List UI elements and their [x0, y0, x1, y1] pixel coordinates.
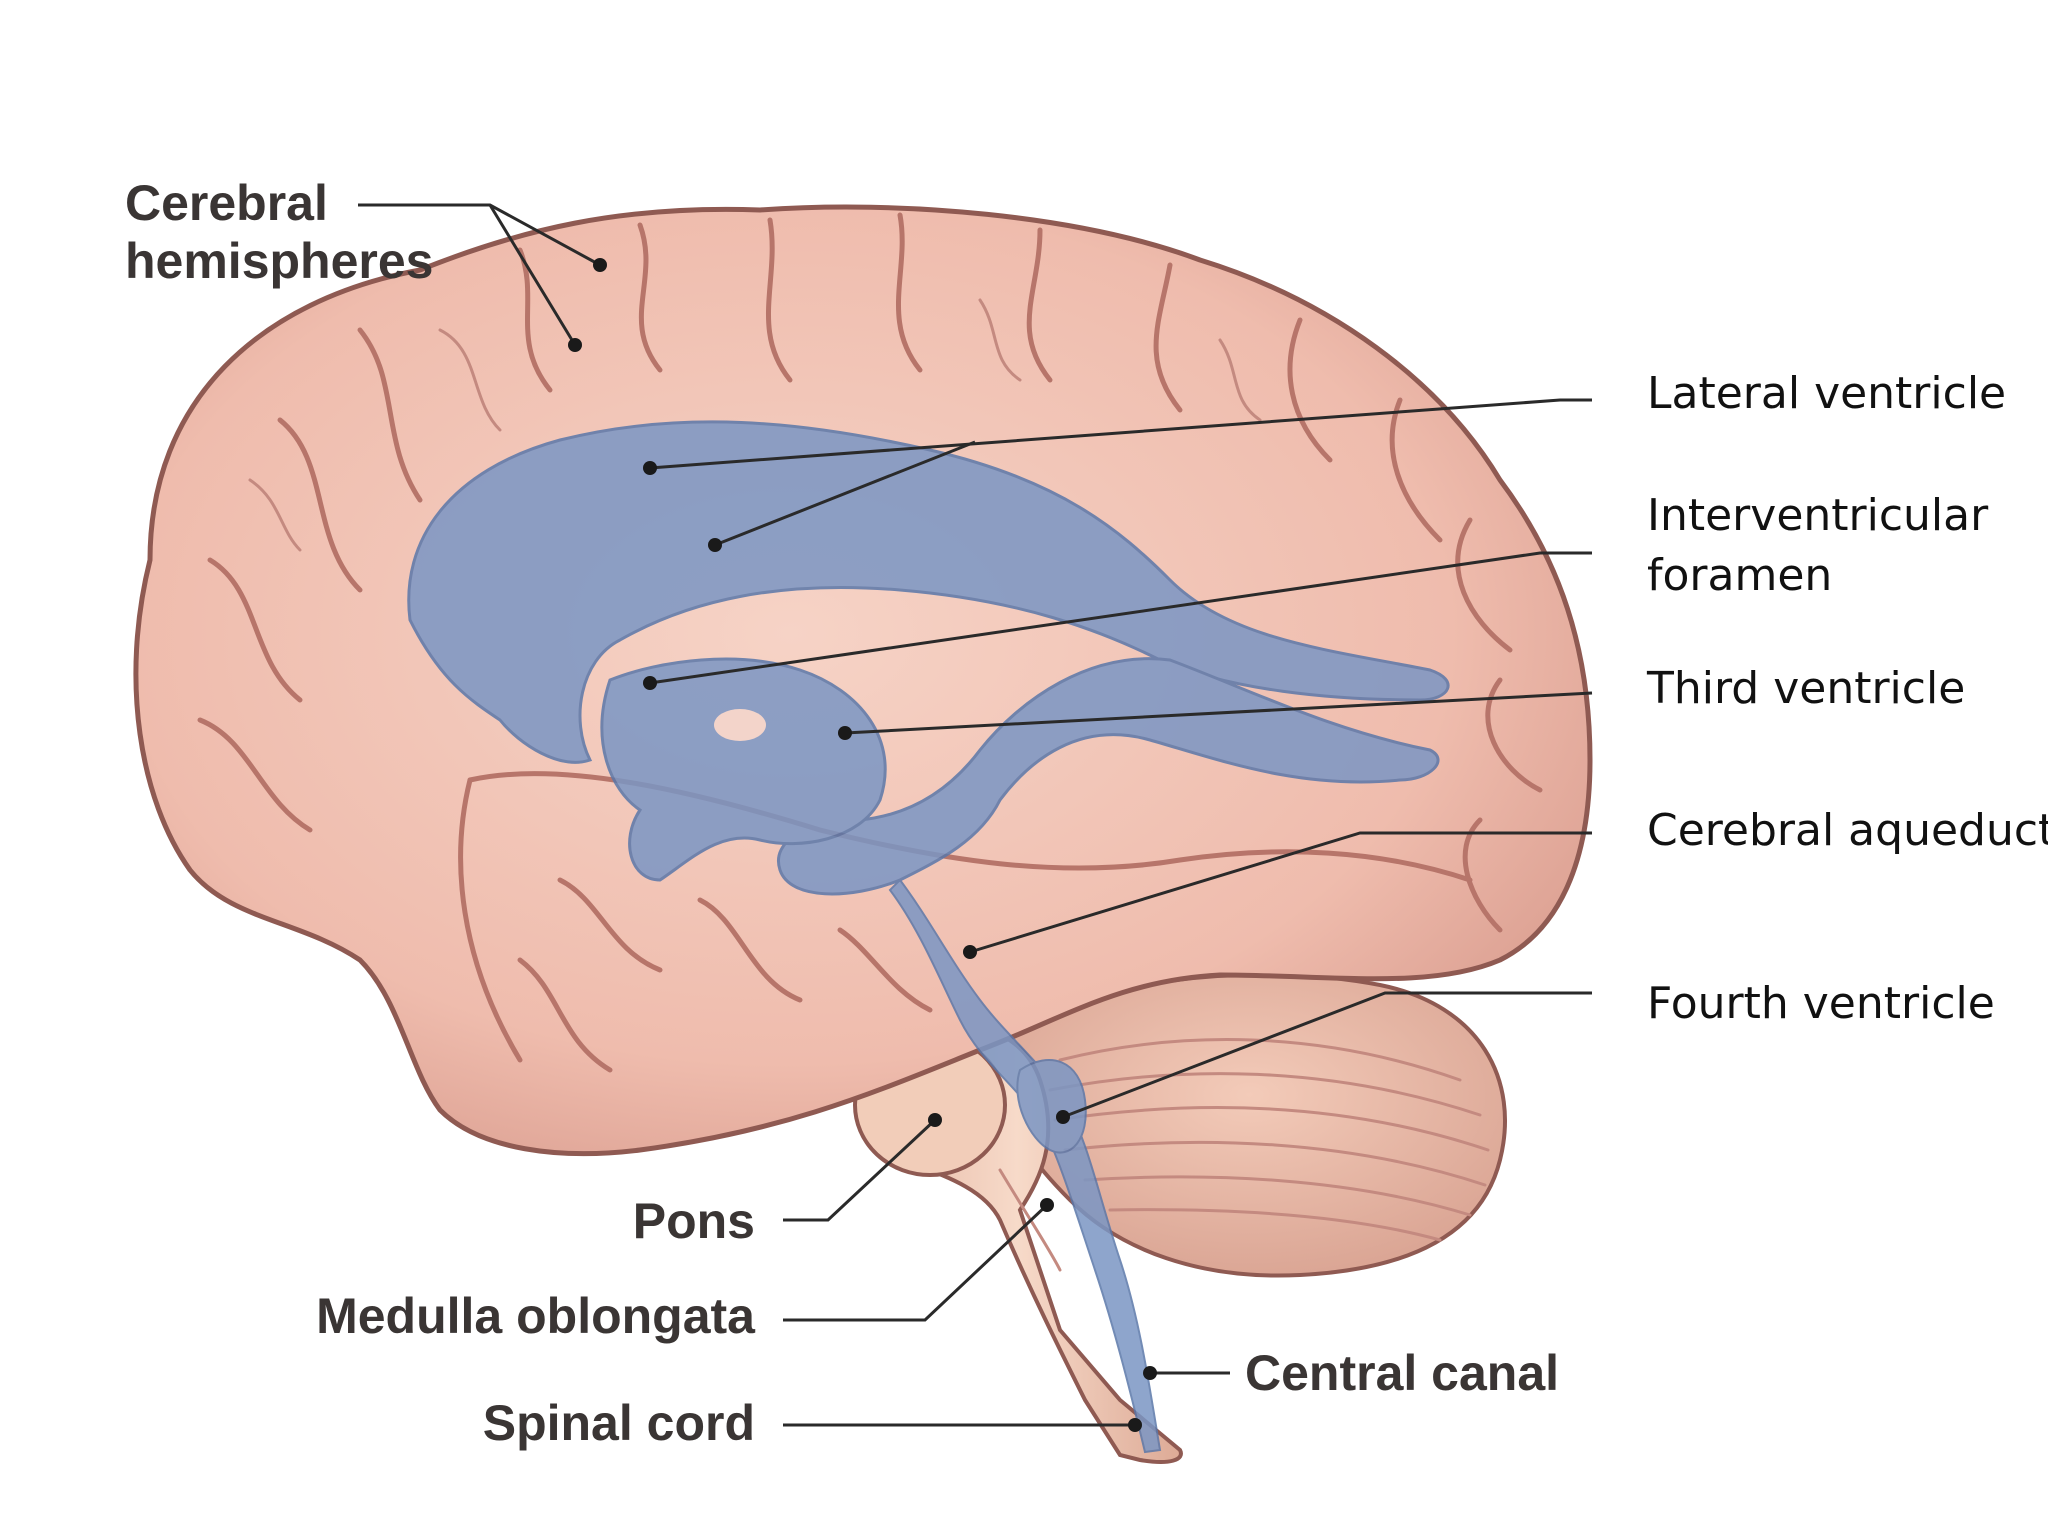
label-interventricular-foramen-line2: foramen: [1647, 550, 1832, 601]
pointer-spinal-cord: [1128, 1418, 1142, 1432]
leader-lines: [358, 203, 1593, 1432]
pointer-fourth-ventricle: [1056, 1110, 1070, 1124]
pointer-interventricular-foramen: [643, 676, 657, 690]
leader-medulla-oblongata: [783, 1203, 1049, 1322]
aqueduct-canal-shape: [888, 878, 1162, 1454]
pointer-lateral-ventricle-1: [643, 461, 657, 475]
fourth-ventricle-shape: [1016, 1059, 1087, 1154]
leader-lateral-ventricle-2: [714, 440, 976, 547]
ventricular-system: [407, 420, 1450, 1454]
label-fourth-ventricle: Fourth ventricle: [1647, 978, 1995, 1029]
leader-cerebral-2: [488, 204, 577, 346]
label-interventricular-foramen-line1: Interventricular: [1647, 490, 1989, 541]
pointer-medulla-oblongata: [1040, 1198, 1054, 1212]
third-ventricle-shape: [600, 657, 887, 882]
label-cerebral-hemispheres-line2: hemispheres: [125, 233, 433, 289]
pointer-cerebral-2: [568, 338, 582, 352]
label-cerebral-hemispheres-line1: Cerebral: [125, 175, 328, 231]
label-medulla-oblongata: Medulla oblongata: [316, 1288, 756, 1344]
pointer-cerebral-aqueduct: [963, 945, 977, 959]
leader-lateral-ventricle-1: [649, 398, 1592, 470]
labels: Cerebral hemispheres Lateral ventricle I…: [125, 175, 2048, 1451]
leader-pons: [783, 1118, 937, 1222]
cerebral-cortex: [133, 204, 1593, 1157]
label-pons: Pons: [633, 1193, 755, 1249]
cerebellum: [992, 972, 1507, 1278]
leader-fourth-ventricle: [1062, 991, 1592, 1119]
pointer-lateral-ventricle-2: [708, 538, 722, 552]
label-third-ventricle: Third ventricle: [1646, 663, 1965, 714]
leader-third-ventricle: [844, 691, 1593, 735]
leader-interventricular-foramen: [649, 551, 1592, 685]
label-lateral-ventricle: Lateral ventricle: [1647, 368, 2006, 419]
lateral-ventricle-shape: [407, 420, 1450, 764]
pointer-central-canal: [1143, 1366, 1157, 1380]
pointer-pons: [928, 1113, 942, 1127]
label-central-canal: Central canal: [1245, 1345, 1559, 1401]
leader-cerebral-aqueduct: [969, 831, 1592, 954]
pointer-third-ventricle: [838, 726, 852, 740]
label-spinal-cord: Spinal cord: [483, 1395, 755, 1451]
label-cerebral-aqueduct: Cerebral aqueduct: [1647, 805, 2048, 856]
pointer-cerebral-1: [593, 258, 607, 272]
brainstem: [851, 1018, 1183, 1464]
